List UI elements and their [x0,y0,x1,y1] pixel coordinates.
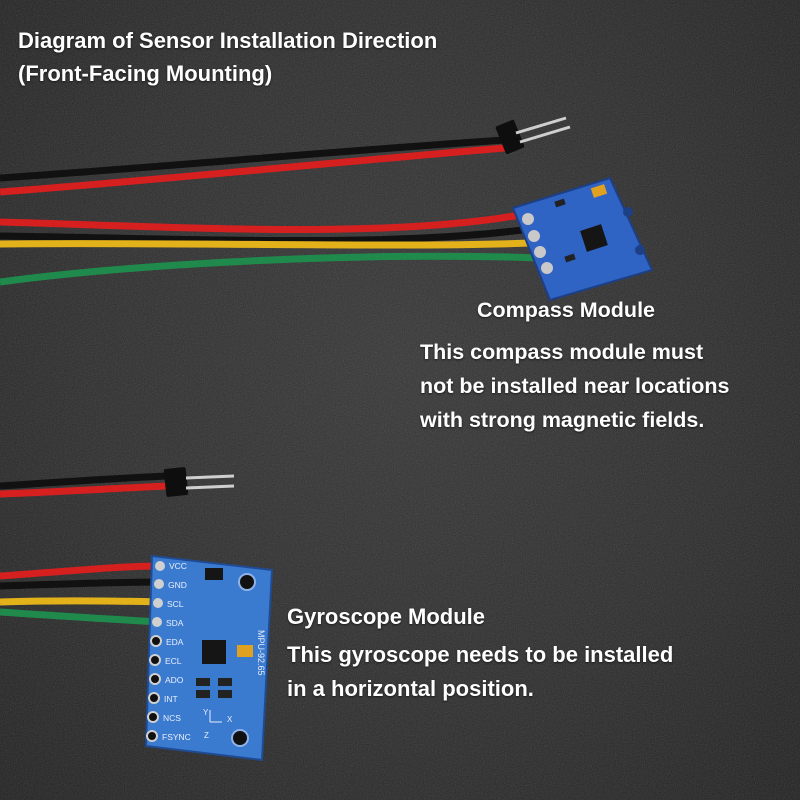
axis-z-label: Z [204,731,209,740]
pin-label: VCC [169,561,187,571]
compass-line-3: with strong magnetic fields. [420,408,705,432]
gyroscope-description: This gyroscope needs to be installed in … [287,638,673,706]
gyroscope-heading: Gyroscope Module [287,604,486,629]
gyroscope-line-2: in a horizontal position. [287,676,534,701]
compass-module-board [511,176,654,302]
pin-label: SCL [167,599,184,609]
pin-label: GND [168,580,187,590]
pin-label: NCS [163,713,181,723]
pin-label: SDA [166,618,184,628]
compass-wires [0,211,541,286]
title-line-1: Diagram of Sensor Installation Direction [18,28,438,53]
middle-pin-header [163,467,235,497]
pin-label: INT [164,694,178,704]
pin-label: ADO [165,675,184,685]
top-pin-header [495,116,571,155]
axis-x-label: X [227,715,233,724]
middle-power-wires [0,472,169,498]
gyroscope-line-1: This gyroscope needs to be installed [287,642,674,667]
diagram-title: Diagram of Sensor Installation Direction… [18,24,437,90]
pin-label: FSYNC [162,732,191,742]
gyro-pin-labels: VCC GND SCL SDA EDA ECL ADO INT NCS FSYN… [162,561,191,742]
gyroscope-wires [0,562,163,626]
compass-line-1: This compass module must [420,340,704,364]
top-power-wires [0,136,506,196]
compass-description: This compass module must not be installe… [420,335,729,437]
axis-labels: Y X Z [203,708,233,740]
pin-label: EDA [166,637,184,647]
board-model-label: MPU-92.65 [256,630,266,676]
compass-heading: Compass Module [477,298,655,322]
pin-label: ECL [165,656,182,666]
axis-y-label: Y [203,708,209,717]
gyroscope-module-board: VCC GND SCL SDA EDA ECL ADO INT NCS FSYN… [144,554,274,762]
compass-line-2: not be installed near locations [420,374,730,398]
title-line-2: (Front-Facing Mounting) [18,61,273,86]
